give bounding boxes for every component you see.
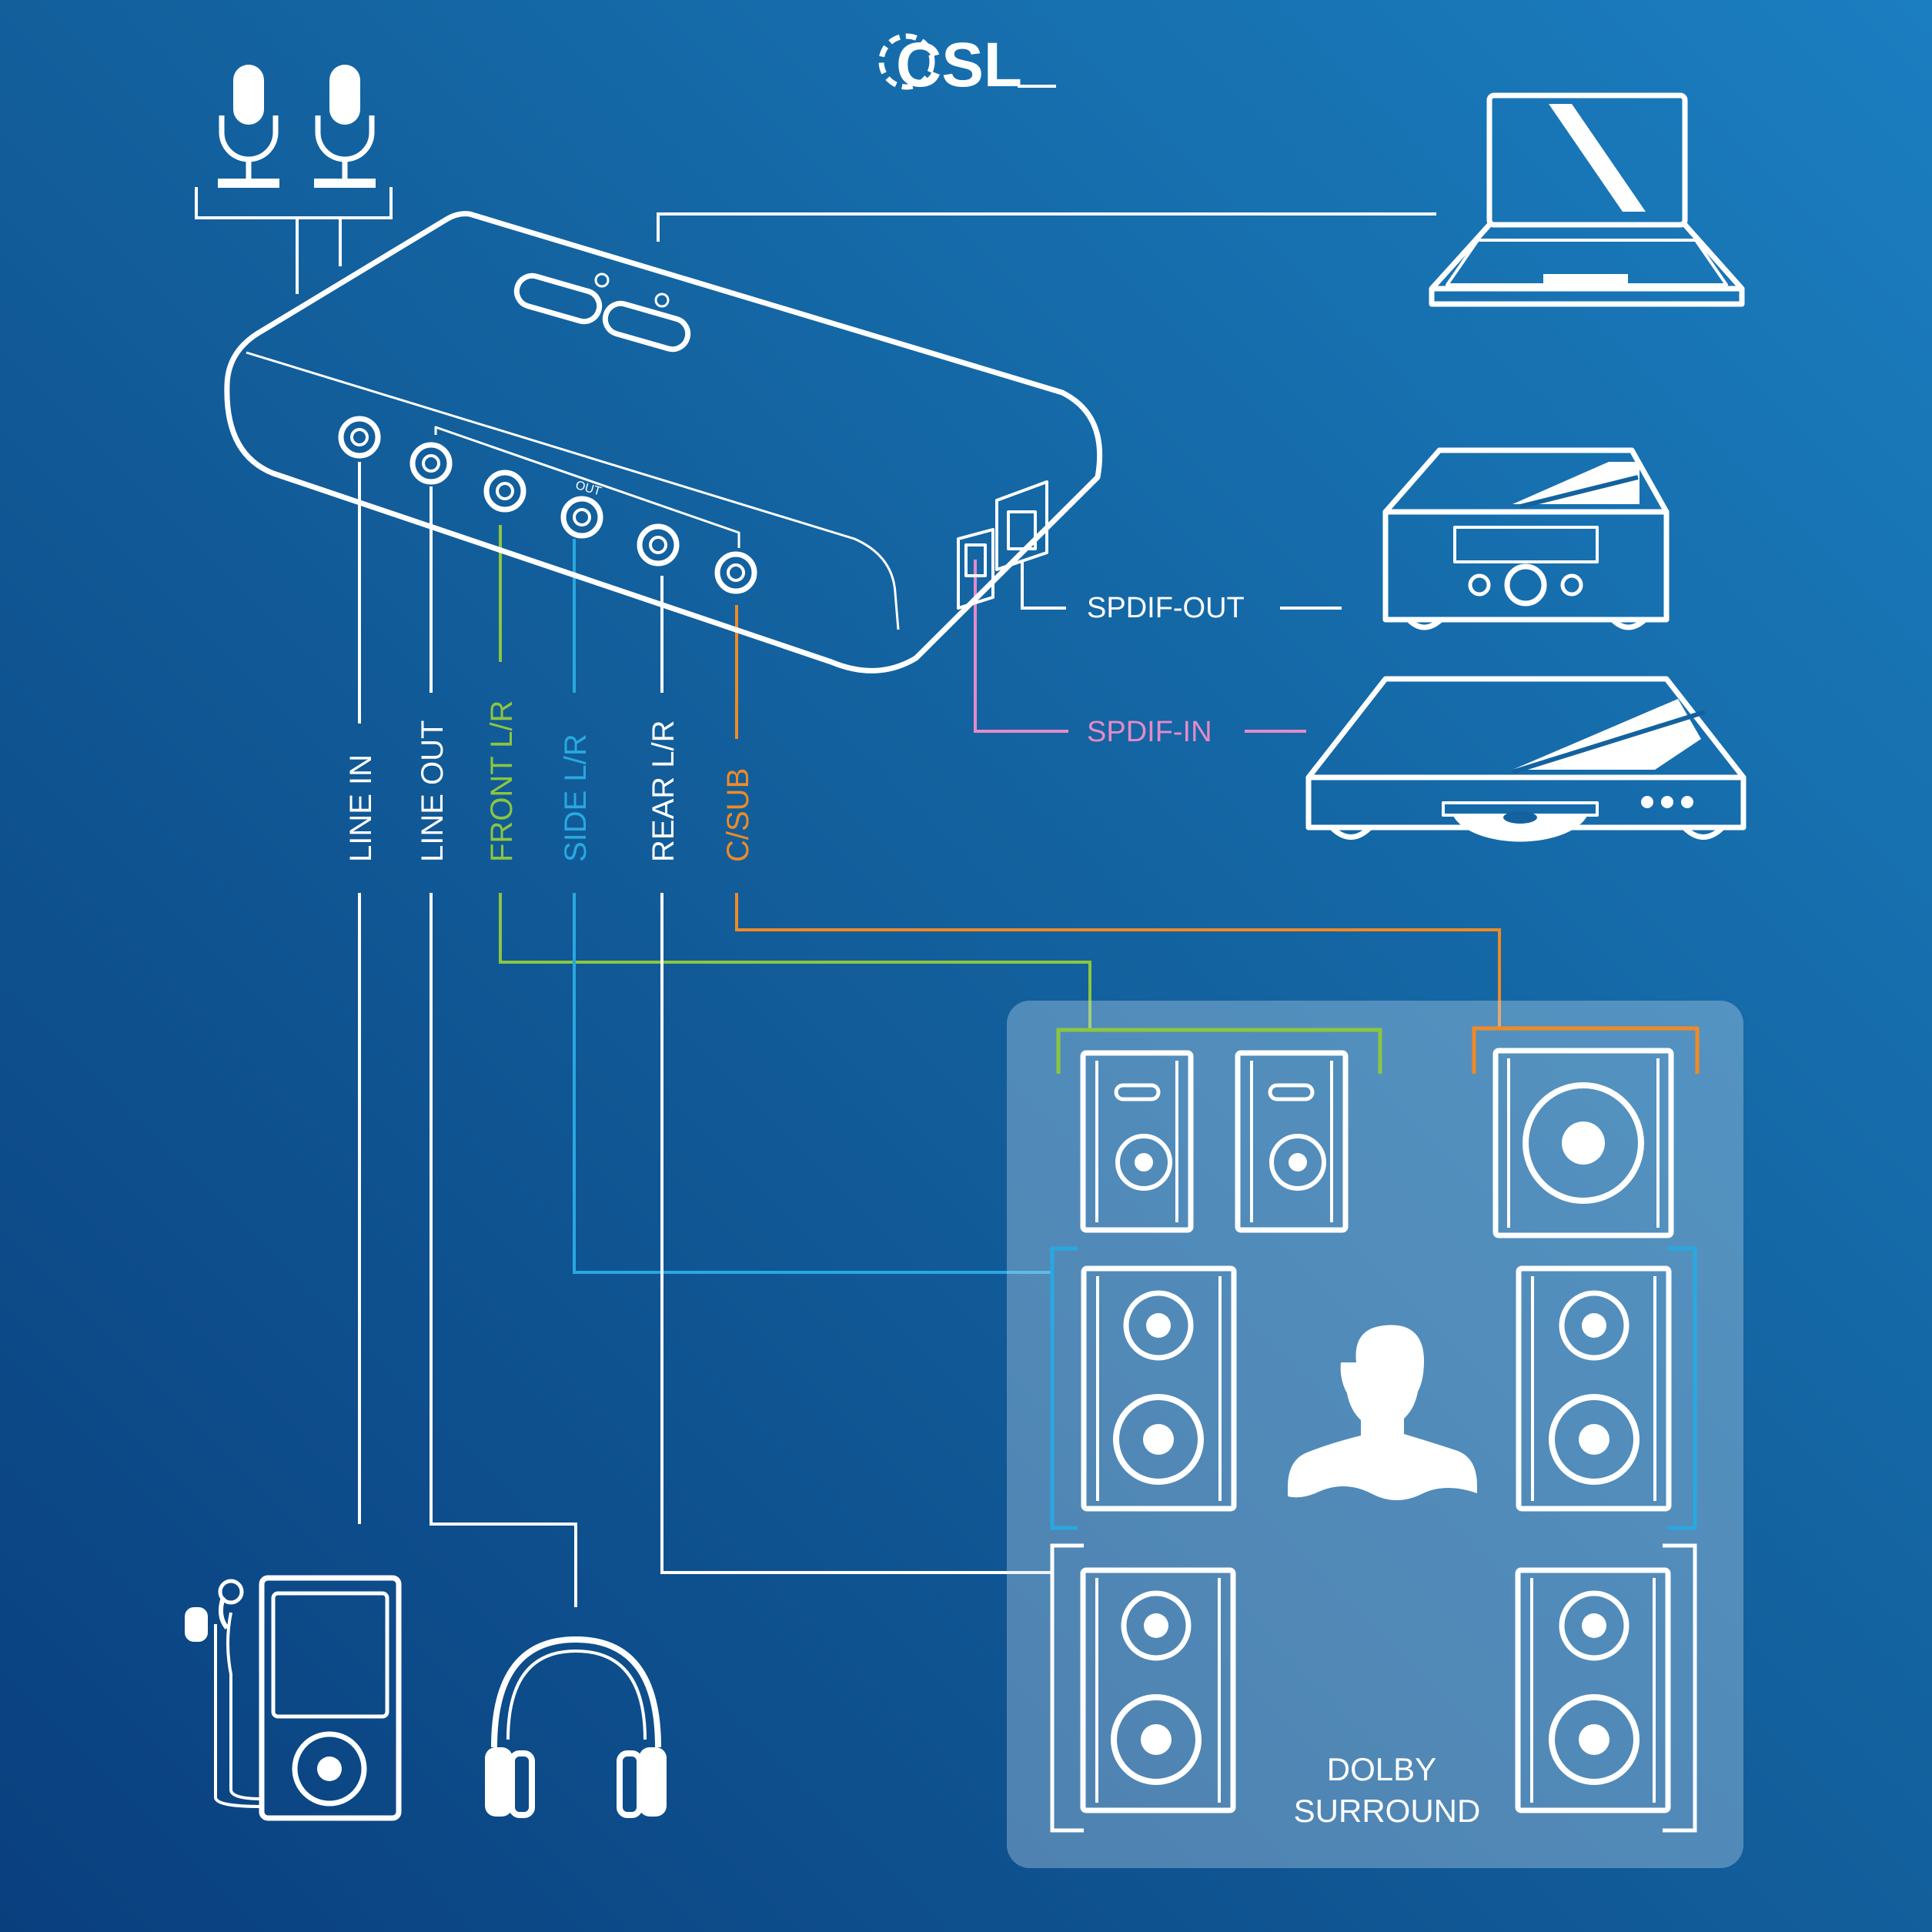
bracket-front: [1056, 1028, 1382, 1074]
mic-bracket: [195, 187, 393, 219]
laptop-icon: [1429, 92, 1745, 307]
wiring: [195, 187, 1501, 1607]
bracket-side-left: [1050, 1246, 1078, 1530]
label-front: FRONT L/R: [485, 700, 519, 862]
csl-logo: CSL: [878, 30, 1056, 100]
jack-rear: [637, 523, 680, 567]
jack-csub: [714, 551, 757, 594]
speaker-rear-right: [1515, 1567, 1671, 1813]
speaker-front-left: [1080, 1050, 1194, 1233]
bracket-side-right: [1668, 1246, 1697, 1530]
jack-line-in: [338, 416, 381, 459]
headphones-icon: [485, 1636, 667, 1818]
label-line-in: LINE IN: [344, 754, 378, 862]
speaker-side-right: [1516, 1265, 1672, 1512]
speaker-icon: [1080, 1048, 1674, 1813]
line-out-wire-bottom: [430, 893, 577, 1607]
rear-wire-bottom: [660, 893, 1052, 1574]
optical-ports: [957, 480, 1048, 610]
speaker-subwoofer: [1492, 1048, 1674, 1238]
side-wire-bottom: [573, 893, 1052, 1274]
surround-label-line2: SURROUND: [1294, 1793, 1481, 1829]
speaker-brackets: [1050, 1026, 1700, 1833]
microphone-right: [314, 65, 376, 188]
label-spdif-in: SPDIF-IN: [1087, 716, 1212, 748]
label-csub: C/SUB: [721, 768, 755, 862]
cd-player-icon: [1305, 676, 1746, 842]
laptop-line: [657, 212, 1436, 242]
label-side: SIDE L/R: [559, 734, 593, 862]
logo-text: CSL: [896, 30, 1022, 100]
amplifier-icon: [1382, 447, 1670, 630]
person-icon: [1288, 1325, 1477, 1500]
jack-line-out: [409, 442, 453, 485]
microphone-icon: [218, 65, 376, 188]
speaker-side-left: [1081, 1265, 1237, 1512]
mp3-player-icon: [185, 1575, 402, 1821]
speaker-rear-left: [1080, 1567, 1236, 1813]
label-spdif-out: SPDIF-OUT: [1087, 592, 1245, 624]
microphone-left: [218, 65, 279, 188]
spdif-in-wire: [974, 560, 1068, 733]
front-wire-bottom: [499, 893, 1091, 1030]
csub-wire-bottom: [735, 893, 1501, 1028]
surround-label-line1: DOLBY: [1327, 1751, 1436, 1787]
label-line-out: LINE OUT: [416, 720, 450, 862]
top-button-1: [513, 272, 603, 325]
spdif-out-wire: [1021, 560, 1066, 610]
sound-card-device: [224, 211, 1103, 674]
top-button-2: [602, 300, 691, 353]
label-rear: REAR L/R: [647, 720, 680, 863]
speaker-front-right: [1235, 1050, 1349, 1233]
jack-side: [560, 496, 603, 539]
bracket-csub: [1472, 1026, 1700, 1074]
bracket-rear-left: [1050, 1543, 1084, 1833]
jack-front: [483, 470, 526, 513]
bracket-rear-right: [1663, 1543, 1697, 1833]
